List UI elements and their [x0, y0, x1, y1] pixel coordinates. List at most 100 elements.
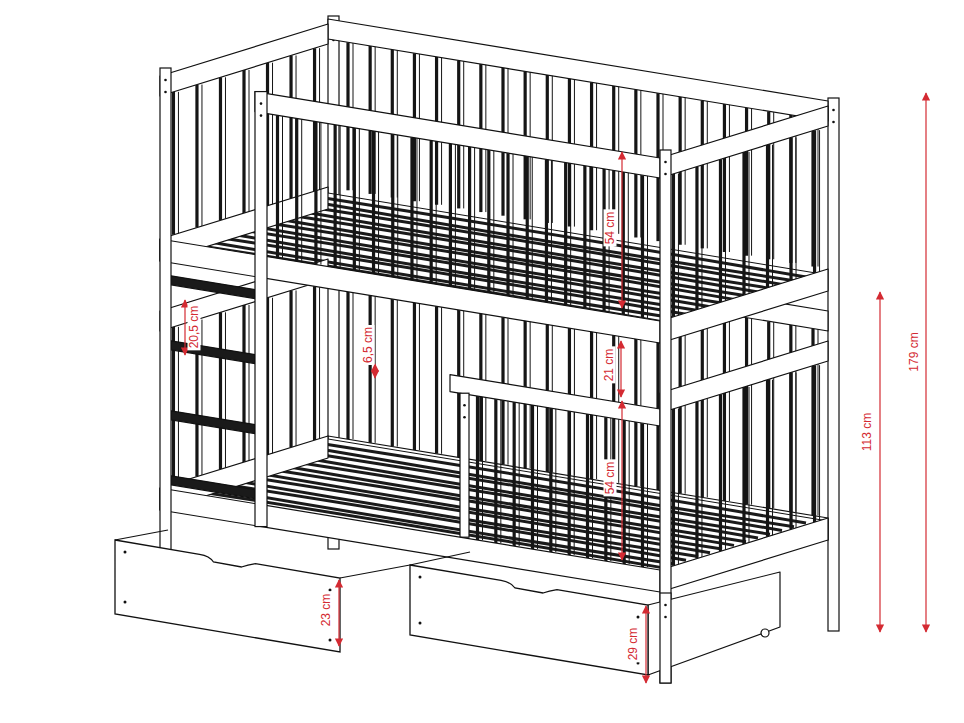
slat	[276, 115, 279, 258]
slat-edge	[340, 125, 341, 268]
screw-dot	[329, 639, 332, 642]
screw-dot	[164, 79, 167, 82]
slat-edge	[493, 150, 494, 293]
slat-edge	[296, 290, 297, 447]
screw-dot	[164, 91, 167, 94]
bed-post	[460, 393, 469, 537]
slat	[695, 167, 698, 310]
slat-edge	[201, 85, 202, 228]
slat-edge	[201, 320, 202, 477]
slat-edge	[359, 128, 360, 271]
screw-dot	[260, 102, 263, 105]
dimension-arrow	[925, 93, 926, 632]
slat	[719, 394, 722, 551]
slat-edge	[751, 318, 752, 505]
rail	[160, 239, 660, 343]
slat-edge	[319, 283, 320, 440]
drawer-wheel	[761, 629, 769, 637]
slat-edge	[513, 153, 514, 296]
slat	[568, 411, 571, 555]
slat	[172, 92, 175, 235]
drawer-edge	[410, 552, 470, 565]
ladder-rung	[165, 410, 255, 434]
slat-edge	[272, 63, 273, 206]
bed-post	[660, 593, 671, 683]
slat-edge	[519, 402, 520, 546]
slat	[531, 405, 534, 549]
slat	[313, 283, 316, 440]
slat-edge	[729, 104, 730, 252]
screw-dot	[124, 601, 127, 604]
drawer-edge	[340, 565, 410, 578]
screw-dot	[463, 416, 466, 419]
slat-edge	[225, 77, 226, 220]
slat	[526, 156, 529, 299]
slat	[334, 125, 337, 268]
slat	[789, 372, 792, 529]
slat-edge	[701, 402, 702, 559]
slat-edge	[729, 314, 730, 501]
slat-edge	[796, 372, 797, 529]
rail	[255, 92, 660, 178]
slat-edge	[397, 134, 398, 277]
dimension-label: 179 cm	[908, 330, 921, 373]
dimension-label: 21 cm	[603, 347, 616, 384]
slat	[242, 70, 245, 213]
slat-edge	[272, 298, 273, 455]
dimension-label: 23 cm	[320, 592, 333, 629]
slat-edge	[225, 312, 226, 469]
slat	[545, 159, 548, 302]
slat-edge	[796, 137, 797, 280]
slat	[641, 175, 644, 318]
slat	[468, 147, 471, 290]
slat-edge	[749, 387, 750, 544]
slat	[766, 380, 769, 537]
slat-edge	[532, 156, 533, 299]
slat	[742, 387, 745, 544]
slat-edge	[629, 420, 630, 564]
slat-edge	[320, 122, 321, 265]
bed-post	[828, 98, 839, 631]
slat-edge	[819, 130, 820, 273]
slat-edge	[500, 399, 501, 543]
slat	[289, 290, 292, 447]
slat-edge	[537, 405, 538, 549]
slat	[813, 130, 816, 273]
bed-post	[660, 150, 671, 683]
slat	[430, 140, 433, 283]
slat	[314, 122, 317, 265]
dimension-arrow	[645, 606, 646, 683]
bed-post	[255, 92, 267, 527]
screw-dot	[637, 616, 640, 619]
dimension-arrow	[374, 364, 375, 378]
dimension-arrow	[621, 401, 622, 560]
slat-edge	[707, 100, 708, 248]
ladder-rung	[165, 475, 255, 499]
slat-edge	[647, 423, 648, 567]
slat	[372, 131, 375, 274]
slat-edge	[818, 119, 819, 267]
dimension-arrow	[184, 300, 185, 355]
slat	[564, 163, 567, 306]
slat-edge	[772, 380, 773, 537]
slat-base	[302, 452, 782, 531]
screw-dot	[463, 404, 466, 407]
slat-edge	[701, 167, 702, 310]
end-rail	[660, 341, 828, 413]
slat-edge	[628, 172, 629, 315]
slat	[623, 420, 626, 564]
slat-base	[326, 444, 806, 523]
slat-edge	[249, 305, 250, 462]
bed-post	[160, 68, 171, 601]
slat	[289, 55, 292, 198]
slat-edge	[749, 152, 750, 295]
slat-edge	[482, 396, 483, 540]
slat	[506, 153, 509, 296]
slat-edge	[707, 310, 708, 497]
dimension-label: 29 cm	[627, 626, 640, 663]
slat	[672, 174, 675, 317]
slat	[641, 423, 644, 567]
slat	[219, 77, 222, 220]
